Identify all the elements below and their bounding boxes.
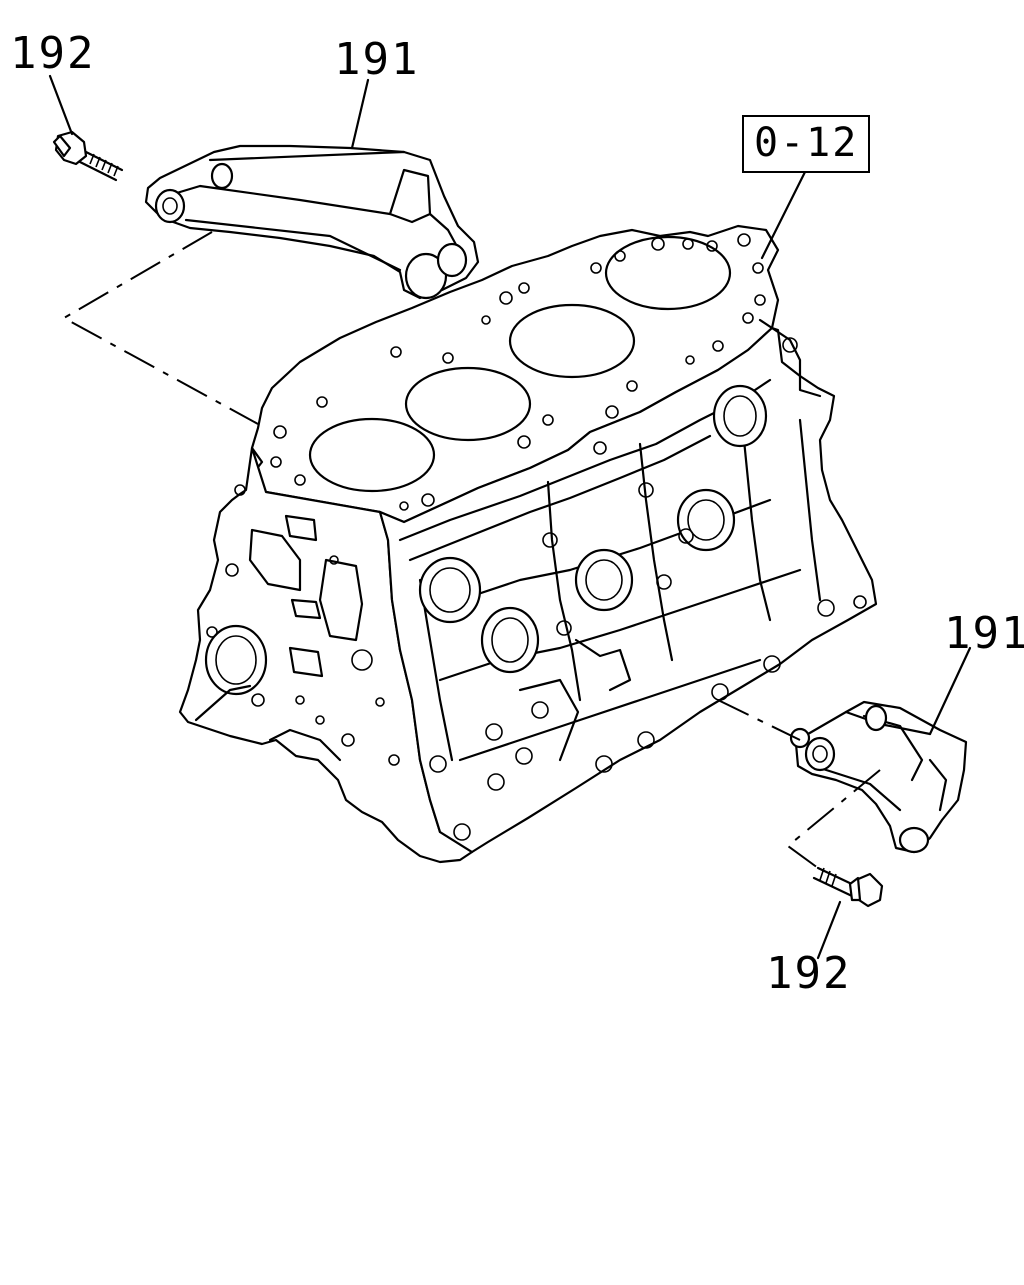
bolt-192-bottom <box>812 866 884 908</box>
bolt-192-top <box>52 130 124 182</box>
callout-191-top: 191 <box>334 34 420 85</box>
cylinder-block <box>178 224 878 864</box>
leader-lines <box>48 74 972 960</box>
callout-192-bottom: 192 <box>766 948 852 999</box>
reference-box: 0-12 <box>742 115 871 173</box>
bracket-191-right <box>789 700 968 854</box>
callout-192-top: 192 <box>10 28 96 79</box>
bracket-191-top <box>144 144 480 300</box>
cylinder-bore-4 <box>604 235 732 311</box>
side-face-ports <box>418 318 867 841</box>
front-face-details <box>194 484 400 766</box>
callout-191-right: 191 <box>944 608 1024 659</box>
cylinder-bore-3 <box>508 303 636 379</box>
cylinder-bore-2 <box>404 366 532 442</box>
deck-holes <box>270 233 766 511</box>
cylinder-bore-1 <box>308 417 436 493</box>
